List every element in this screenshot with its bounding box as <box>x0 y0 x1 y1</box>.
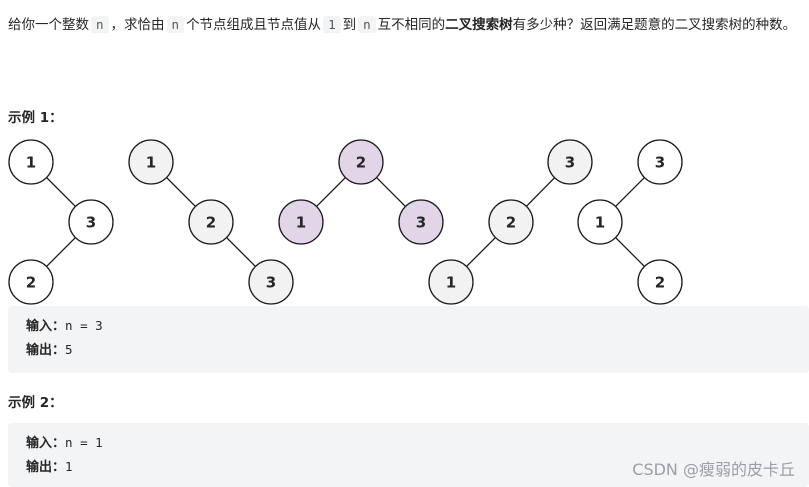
example-2-input-line: 输入：n = 1 <box>26 431 809 455</box>
example-1-output-label: 输出： <box>26 343 66 358</box>
tree-4-edge-1 <box>525 177 556 207</box>
tree-1-edge-2 <box>46 237 76 267</box>
tree-5-node-2-label: 1 <box>595 214 605 232</box>
tree-2-node-1-label: 1 <box>146 154 156 172</box>
tree-4-node-1 <box>547 139 593 185</box>
watermark: CSDN @瘦弱的皮卡丘 <box>632 460 795 479</box>
example-1-title: 示例 1： <box>8 110 63 126</box>
tree-4-edge-2 <box>466 237 496 267</box>
bst-tree-3: 2 1 3 <box>278 139 444 245</box>
tree-2-node-3 <box>248 259 294 305</box>
example-2-input-label: 输入： <box>26 436 66 451</box>
bst-tree-2: 1 2 3 <box>128 139 294 305</box>
tree-1-node-3 <box>8 259 54 305</box>
tree-4-node-3-label: 1 <box>446 274 456 292</box>
bst-term: 二叉搜索树 <box>445 17 513 33</box>
example-1-input-line: 输入：n = 3 <box>26 314 809 338</box>
bst-tree-5: 3 1 2 <box>577 139 683 305</box>
tree-5-edge-1 <box>615 177 645 207</box>
tree-3-node-2 <box>278 199 324 245</box>
tree-3-edge-1 <box>316 177 346 207</box>
bst-tree-4: 3 2 1 <box>428 139 593 305</box>
tree-4-node-1-label: 3 <box>565 154 575 172</box>
example-1-output-value: 5 <box>65 342 73 357</box>
example-1-input-value: n = 3 <box>65 318 103 333</box>
tree-5-node-1-label: 3 <box>655 154 665 172</box>
statement-text-2: ，求恰由 <box>110 17 165 33</box>
example-2-output-line: 输出：1 <box>26 455 809 479</box>
code-n-1: n <box>91 16 109 33</box>
tree-2-node-1 <box>128 139 174 185</box>
tree-3-node-1-label: 2 <box>356 154 366 172</box>
tree-2-node-3-label: 3 <box>266 274 276 292</box>
tree-1-node-1-label: 1 <box>26 154 36 172</box>
tree-5-node-2 <box>577 199 623 245</box>
tree-2-edge-1 <box>166 177 196 207</box>
tree-4-node-2-label: 2 <box>506 214 516 232</box>
tree-2-edge-2 <box>226 237 256 267</box>
statement-text-1: 给你一个整数 <box>8 17 89 33</box>
tree-1-node-1 <box>8 139 54 185</box>
tree-1-node-2 <box>68 199 114 245</box>
tree-1-node-3-label: 2 <box>26 274 36 292</box>
tree-3-node-3-label: 3 <box>416 214 426 232</box>
tree-5-node-1 <box>637 139 683 185</box>
example-1-code-block: 输入：n = 3 输出：5 <box>8 306 809 373</box>
tree-1-node-2-label: 3 <box>86 214 96 232</box>
bst-diagram: 1 3 2 1 2 3 2 1 3 3 2 1 3 1 2 <box>8 139 683 305</box>
example-2-code-block: 输入：n = 1 输出：1 <box>8 423 809 487</box>
example-2-output-value: 1 <box>65 459 73 474</box>
code-n-2: n <box>166 16 185 33</box>
code-n-3: n <box>358 16 376 33</box>
tree-4-node-3 <box>428 259 474 305</box>
statement-text-6: 有多少种？返回满足题意的二叉搜索树的种数。 <box>512 17 797 33</box>
tree-5-node-3-label: 2 <box>655 274 665 292</box>
tree-5-node-3 <box>637 259 683 305</box>
example-2-input-value: n = 1 <box>65 435 103 450</box>
tree-4-node-2 <box>488 199 534 245</box>
tree-3-edge-2 <box>376 177 406 207</box>
statement-text-4: 到 <box>342 17 357 33</box>
tree-1-edge-1 <box>46 177 76 207</box>
bst-tree-1: 1 3 2 <box>8 139 114 305</box>
code-1: 1 <box>323 16 341 33</box>
tree-2-node-2-label: 2 <box>206 214 216 232</box>
tree-3-node-2-label: 1 <box>296 214 306 232</box>
tree-2-node-2 <box>188 199 234 245</box>
statement-text-3: 个节点组成且节点值从 <box>186 17 322 33</box>
example-2-output-label: 输出： <box>26 460 66 475</box>
example-1-output-line: 输出：5 <box>26 338 809 362</box>
tree-3-node-3 <box>398 199 444 245</box>
tree-3-node-1 <box>338 139 384 185</box>
example-2-title: 示例 2： <box>8 395 63 411</box>
statement-text-5: 互不相同的 <box>377 17 446 33</box>
example-1-input-label: 输入： <box>26 319 66 334</box>
tree-5-edge-2 <box>615 237 645 267</box>
